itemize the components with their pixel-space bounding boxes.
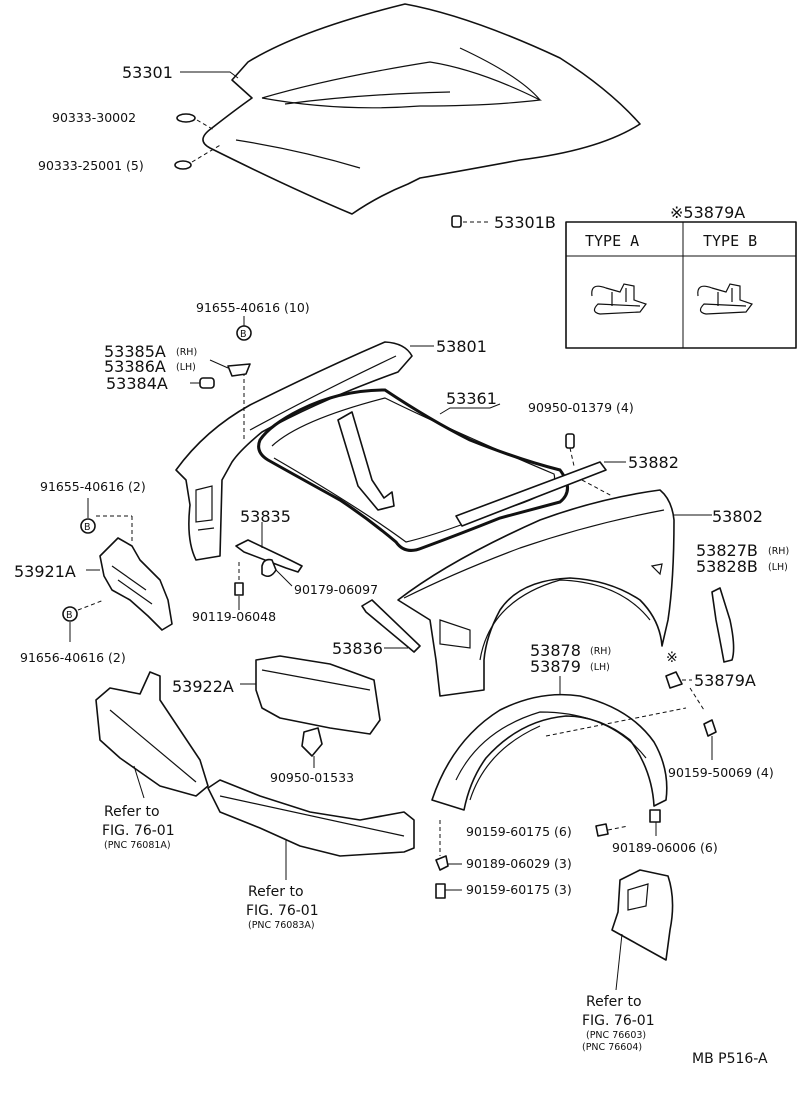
ref3-line3: (PNC 76603) <box>586 1030 646 1041</box>
label-90333-30002: 90333-30002 <box>52 110 136 125</box>
front-spoiler-center[interactable] <box>207 779 415 857</box>
label-53836: 53836 <box>332 639 383 658</box>
hood-bumper-53301B[interactable] <box>451 215 462 228</box>
label-53879-side: (LH) <box>590 662 610 673</box>
label-90159-60175-3: 90159-60175 (3) <box>466 882 572 897</box>
bolt-b-icon-2 <box>80 518 96 534</box>
bolt-b-icon-3 <box>62 606 78 622</box>
ref2-line1: Refer to <box>248 884 304 900</box>
label-53922A: 53922A <box>172 677 234 696</box>
label-53921A: 53921A <box>14 562 76 581</box>
ref1-line3: (PNC 76081A) <box>104 840 171 851</box>
hood-panel[interactable] <box>202 3 641 215</box>
clip-90950-01533[interactable] <box>301 727 323 757</box>
label-53801: 53801 <box>436 337 487 356</box>
ref1-line1: Refer to <box>104 804 160 820</box>
bracket-53922A[interactable] <box>255 655 381 735</box>
label-53802: 53802 <box>712 507 763 526</box>
bolt-b-letter-3: B <box>66 610 73 621</box>
label-90159-50069: 90159-50069 (4) <box>668 765 774 780</box>
ref3-line4: (PNC 76604) <box>582 1042 642 1053</box>
label-53879: 53879 <box>530 657 581 676</box>
ref1-line2: FIG. 76-01 <box>102 823 175 839</box>
label-53361: 53361 <box>446 389 497 408</box>
screw-90159-50069[interactable] <box>703 719 717 737</box>
label-91655-40616-10: 91655-40616 (10) <box>196 300 310 315</box>
label-53301: 53301 <box>122 63 173 82</box>
bolt-b-letter: B <box>240 329 247 340</box>
label-91656-40616: 91656-40616 (2) <box>20 650 126 665</box>
label-90950-01379: 90950-01379 (4) <box>528 400 634 415</box>
bolt-90950-01379[interactable] <box>565 433 575 449</box>
label-90189-06006: 90189-06006 (6) <box>612 840 718 855</box>
clip-53879A[interactable] <box>665 671 683 689</box>
diagram-code: MB P516-A <box>692 1051 768 1067</box>
clip-type-a-icon <box>591 283 647 315</box>
hood-grommet-25001[interactable] <box>174 160 192 170</box>
label-clip-box-53879A: ※53879A <box>670 203 745 222</box>
fender-apron-53801[interactable] <box>175 341 413 561</box>
ref2-line3: (PNC 76083A) <box>248 920 315 931</box>
label-53828B-side: (LH) <box>768 562 788 573</box>
label-90950-01533: 90950-01533 <box>270 770 354 785</box>
label-90159-60175-6: 90159-60175 (6) <box>466 824 572 839</box>
fender-liner-53878[interactable] <box>431 693 668 811</box>
clip-90189-06029[interactable] <box>435 855 449 871</box>
ref2-line2: FIG. 76-01 <box>246 903 319 919</box>
clip-type-table <box>565 221 797 349</box>
ref3-line1: Refer to <box>586 994 642 1010</box>
front-fender-53802[interactable] <box>397 489 675 697</box>
stay-53835[interactable] <box>235 539 303 573</box>
bolt-90119-06048[interactable] <box>234 562 244 596</box>
label-53879A: 53879A <box>694 671 756 690</box>
weatherstrip-53361[interactable] <box>257 388 569 552</box>
bolt-b-letter-2: B <box>84 522 91 533</box>
bracket-53921A[interactable] <box>99 537 173 631</box>
label-53828B: 53828B <box>696 557 758 576</box>
stay-53836[interactable] <box>361 599 421 653</box>
label-53301B: 53301B <box>494 213 556 232</box>
label-90333-25001: 90333-25001 (5) <box>38 158 144 173</box>
label-53878: 53878 <box>530 641 581 660</box>
ref3-line2: FIG. 76-01 <box>582 1013 655 1029</box>
seal-53882[interactable] <box>455 461 607 527</box>
label-90119-06048: 90119-06048 <box>192 609 276 624</box>
label-53384A: 53384A <box>106 374 168 393</box>
cushion-53384A[interactable] <box>199 377 215 389</box>
label-53882: 53882 <box>628 453 679 472</box>
label-90189-06029: 90189-06029 (3) <box>466 856 572 871</box>
label-53835: 53835 <box>240 507 291 526</box>
label-90179-06097: 90179-06097 <box>294 582 378 597</box>
hood-hinge-53385A[interactable] <box>227 363 251 377</box>
label-53878-side: (RH) <box>590 646 611 657</box>
fender-brace <box>337 411 395 511</box>
label-53827B-side: (RH) <box>768 546 789 557</box>
label-53386A-side: (LH) <box>176 362 196 373</box>
screw-90159-60175-6[interactable] <box>595 823 609 837</box>
label-53827B: 53827B <box>696 541 758 560</box>
label-91655-40616-2: 91655-40616 (2) <box>40 479 146 494</box>
screw-90159-60175-3[interactable] <box>435 883 446 899</box>
label-53386A: 53386A <box>104 357 166 376</box>
mud-guard[interactable] <box>611 869 674 961</box>
label-53385A: 53385A <box>104 342 166 361</box>
hood-grommet-30002[interactable] <box>176 113 196 123</box>
clip-type-b-icon <box>697 283 753 315</box>
clip-90189-06006[interactable] <box>649 809 661 823</box>
label-type-a: TYPE A <box>585 232 639 250</box>
front-spoiler-left[interactable] <box>95 671 209 797</box>
label-53879A-mark: ※ <box>666 650 678 666</box>
label-type-b: TYPE B <box>703 232 757 250</box>
label-53385A-side: (RH) <box>176 347 197 358</box>
moulding-53827B[interactable] <box>711 587 735 663</box>
